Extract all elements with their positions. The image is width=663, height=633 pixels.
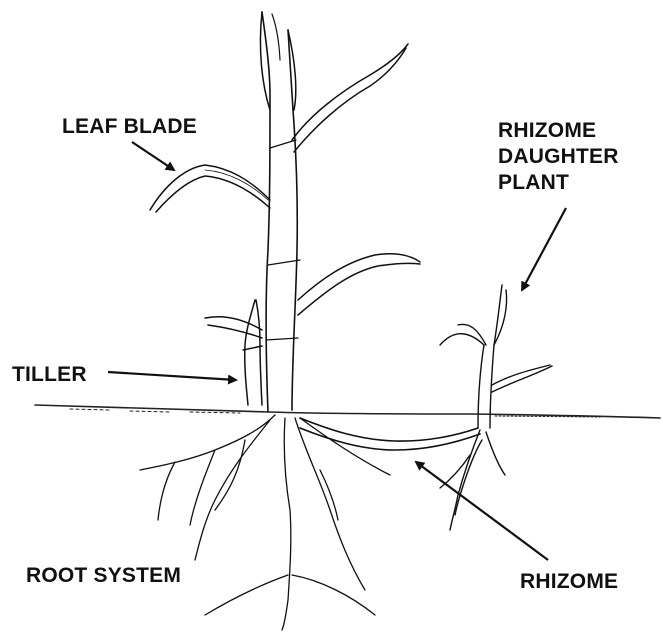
leaf-blades: [150, 12, 420, 338]
rhizome-arrow: [416, 462, 548, 560]
tiller-label: TILLER: [12, 362, 87, 388]
root-system-label: ROOT SYSTEM: [26, 563, 181, 589]
rhizome-daughter-plant-label: RHIZOME DAUGHTER PLANT: [498, 118, 619, 196]
rhizome-text: RHIZOME: [520, 569, 618, 595]
tiller-shoot: [243, 300, 262, 405]
rhizome-line: [300, 418, 480, 450]
leaf-blade-label: LEAF BLADE: [62, 114, 197, 140]
ground-line: [35, 405, 660, 418]
leaf-blade-text: LEAF BLADE: [62, 114, 197, 140]
label-arrows: [108, 142, 566, 560]
root-system-lines: [140, 415, 390, 630]
daughter-plant-arrow: [522, 208, 566, 290]
main-stem: [262, 12, 300, 412]
tiller-arrow: [108, 372, 236, 380]
root-system-text: ROOT SYSTEM: [26, 563, 181, 589]
leaf-blade-arrow: [132, 142, 174, 170]
tiller-text: TILLER: [12, 362, 87, 388]
daughter-label-line2: DAUGHTER: [498, 144, 619, 170]
rhizome-label: RHIZOME: [520, 569, 618, 595]
daughter-label-line1: RHIZOME: [498, 118, 619, 144]
daughter-label-line3: PLANT: [498, 170, 619, 196]
